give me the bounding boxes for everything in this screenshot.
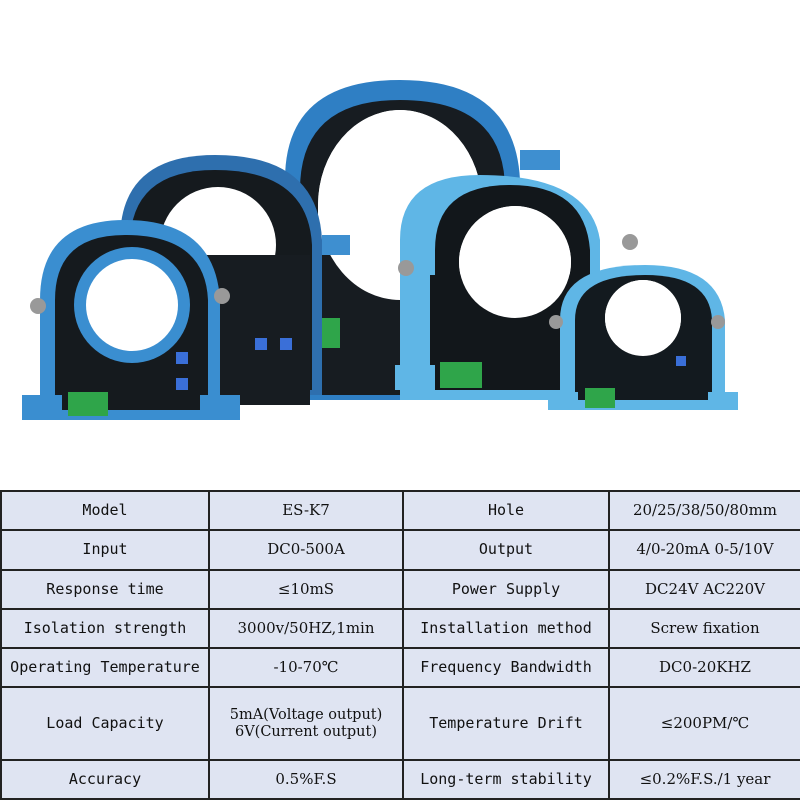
spec-label: Response time [0,568,210,610]
spec-value-line: 6V(Current output) [234,723,377,740]
table-row: Isolation strength 3000v/50HZ,1min Insta… [0,607,800,650]
spec-value: ≤200PM/℃ [608,686,800,761]
spec-value: -10-70℃ [208,647,404,689]
table-row: Accuracy 0.5%F.S Long-term stability ≤0.… [0,758,800,800]
spec-label: Accuracy [0,758,210,800]
spec-value: ES-K7 [208,489,404,532]
spec-value: ≤0.2%F.S./1 year [608,758,800,800]
spec-label: Long-term stability [402,758,610,800]
spec-label: Model [0,489,210,532]
spec-value-load-capacity: 5mA(Voltage output) 6V(Current output) [208,686,404,761]
spec-label: Isolation strength [0,607,210,650]
spec-label: Hole [402,489,610,532]
current-sensor-photo [22,80,738,420]
table-row: Model ES-K7 Hole 20/25/38/50/80mm [0,489,800,532]
table-row: Input DC0-500A Output 4/0-20mA 0-5/10V [0,529,800,571]
spec-label: Installation method [402,607,610,650]
spec-label: Output [402,529,610,571]
spec-table: Model ES-K7 Hole 20/25/38/50/80mm Input … [0,489,800,800]
sensor-small-20mm [548,265,738,410]
spec-label: Temperature Drift [402,686,610,761]
table-row: Response time ≤10mS Power Supply DC24V A… [0,568,800,610]
table-row: Operating Temperature -10-70℃ Frequency … [0,647,800,689]
spec-label: Power Supply [402,568,610,610]
spec-label: Frequency Bandwidth [402,647,610,689]
spec-label: Operating Temperature [0,647,210,689]
spec-value-line: 5mA(Voltage output) [229,706,383,723]
spec-value: DC0-20KHZ [608,647,800,689]
spec-value: 3000v/50HZ,1min [208,607,404,650]
spec-value: 0.5%F.S [208,758,404,800]
spec-value: DC0-500A [208,529,404,571]
table-row: Load Capacity 5mA(Voltage output) 6V(Cur… [0,686,800,761]
spec-value: 20/25/38/50/80mm [608,489,800,532]
spec-value: Screw fixation [608,607,800,650]
spec-label: Input [0,529,210,571]
spec-label: Load Capacity [0,686,210,761]
spec-value: 4/0-20mA 0-5/10V [608,529,800,571]
spec-value: DC24V AC220V [608,568,800,610]
spec-value: ≤10mS [208,568,404,610]
sensor-small-25mm [22,220,240,420]
